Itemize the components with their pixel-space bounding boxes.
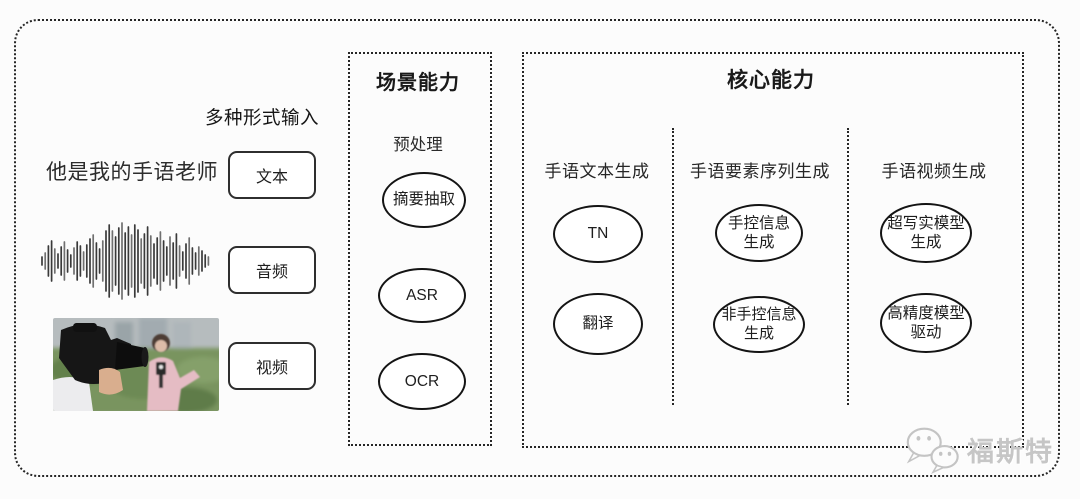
core-column-divider-2 (847, 128, 849, 405)
input-type-video-box: 视频 (228, 342, 316, 390)
audio-waveform-icon (41, 222, 210, 300)
scene-capability-box (348, 52, 492, 446)
core-column-divider-1 (672, 128, 674, 405)
column-label-sign-video-generation: 手语视频生成 (881, 162, 987, 181)
node-hyperrealistic-model-generation: 超写实模型 生成 (880, 203, 972, 263)
core-capability-box (522, 52, 1024, 448)
column-label-sign-element-sequence-generation: 手语要素序列生成 (690, 162, 830, 181)
sample-sentence-text: 他是我的手语老师 (46, 161, 218, 184)
core-capability-title: 核心能力 (727, 69, 815, 92)
column-label-sign-text-generation: 手语文本生成 (544, 162, 650, 181)
node-translation: 翻译 (553, 293, 643, 355)
wechat-icon (906, 427, 959, 474)
watermark: 福斯特 (901, 424, 1054, 474)
input-type-audio-box: 音频 (228, 246, 316, 294)
node-ocr: OCR (378, 353, 466, 410)
node-asr: ASR (378, 268, 466, 323)
watermark-text: 福斯特 (967, 436, 1054, 467)
reporter-interview-photo (53, 318, 219, 411)
input-type-text-box: 文本 (228, 151, 316, 199)
preprocess-label: 预处理 (393, 136, 443, 154)
node-high-precision-model-driving: 高精度模型 驱动 (880, 293, 972, 353)
node-tn: TN (553, 205, 643, 263)
input-section-label: 多种形式输入 (205, 107, 320, 128)
outer-dotted-border (14, 19, 1060, 477)
node-non-manual-info-generation: 非手控信息 生成 (713, 296, 805, 353)
video-thumbnail-image (53, 318, 219, 411)
node-summary-extraction: 摘要抽取 (382, 172, 466, 228)
input-type-video-label: 视频 (255, 360, 288, 377)
scene-capability-title: 场景能力 (376, 72, 460, 94)
input-type-text-label: 文本 (255, 169, 288, 186)
node-manual-info-generation: 手控信息 生成 (715, 204, 803, 262)
input-type-audio-label: 音频 (255, 264, 288, 281)
